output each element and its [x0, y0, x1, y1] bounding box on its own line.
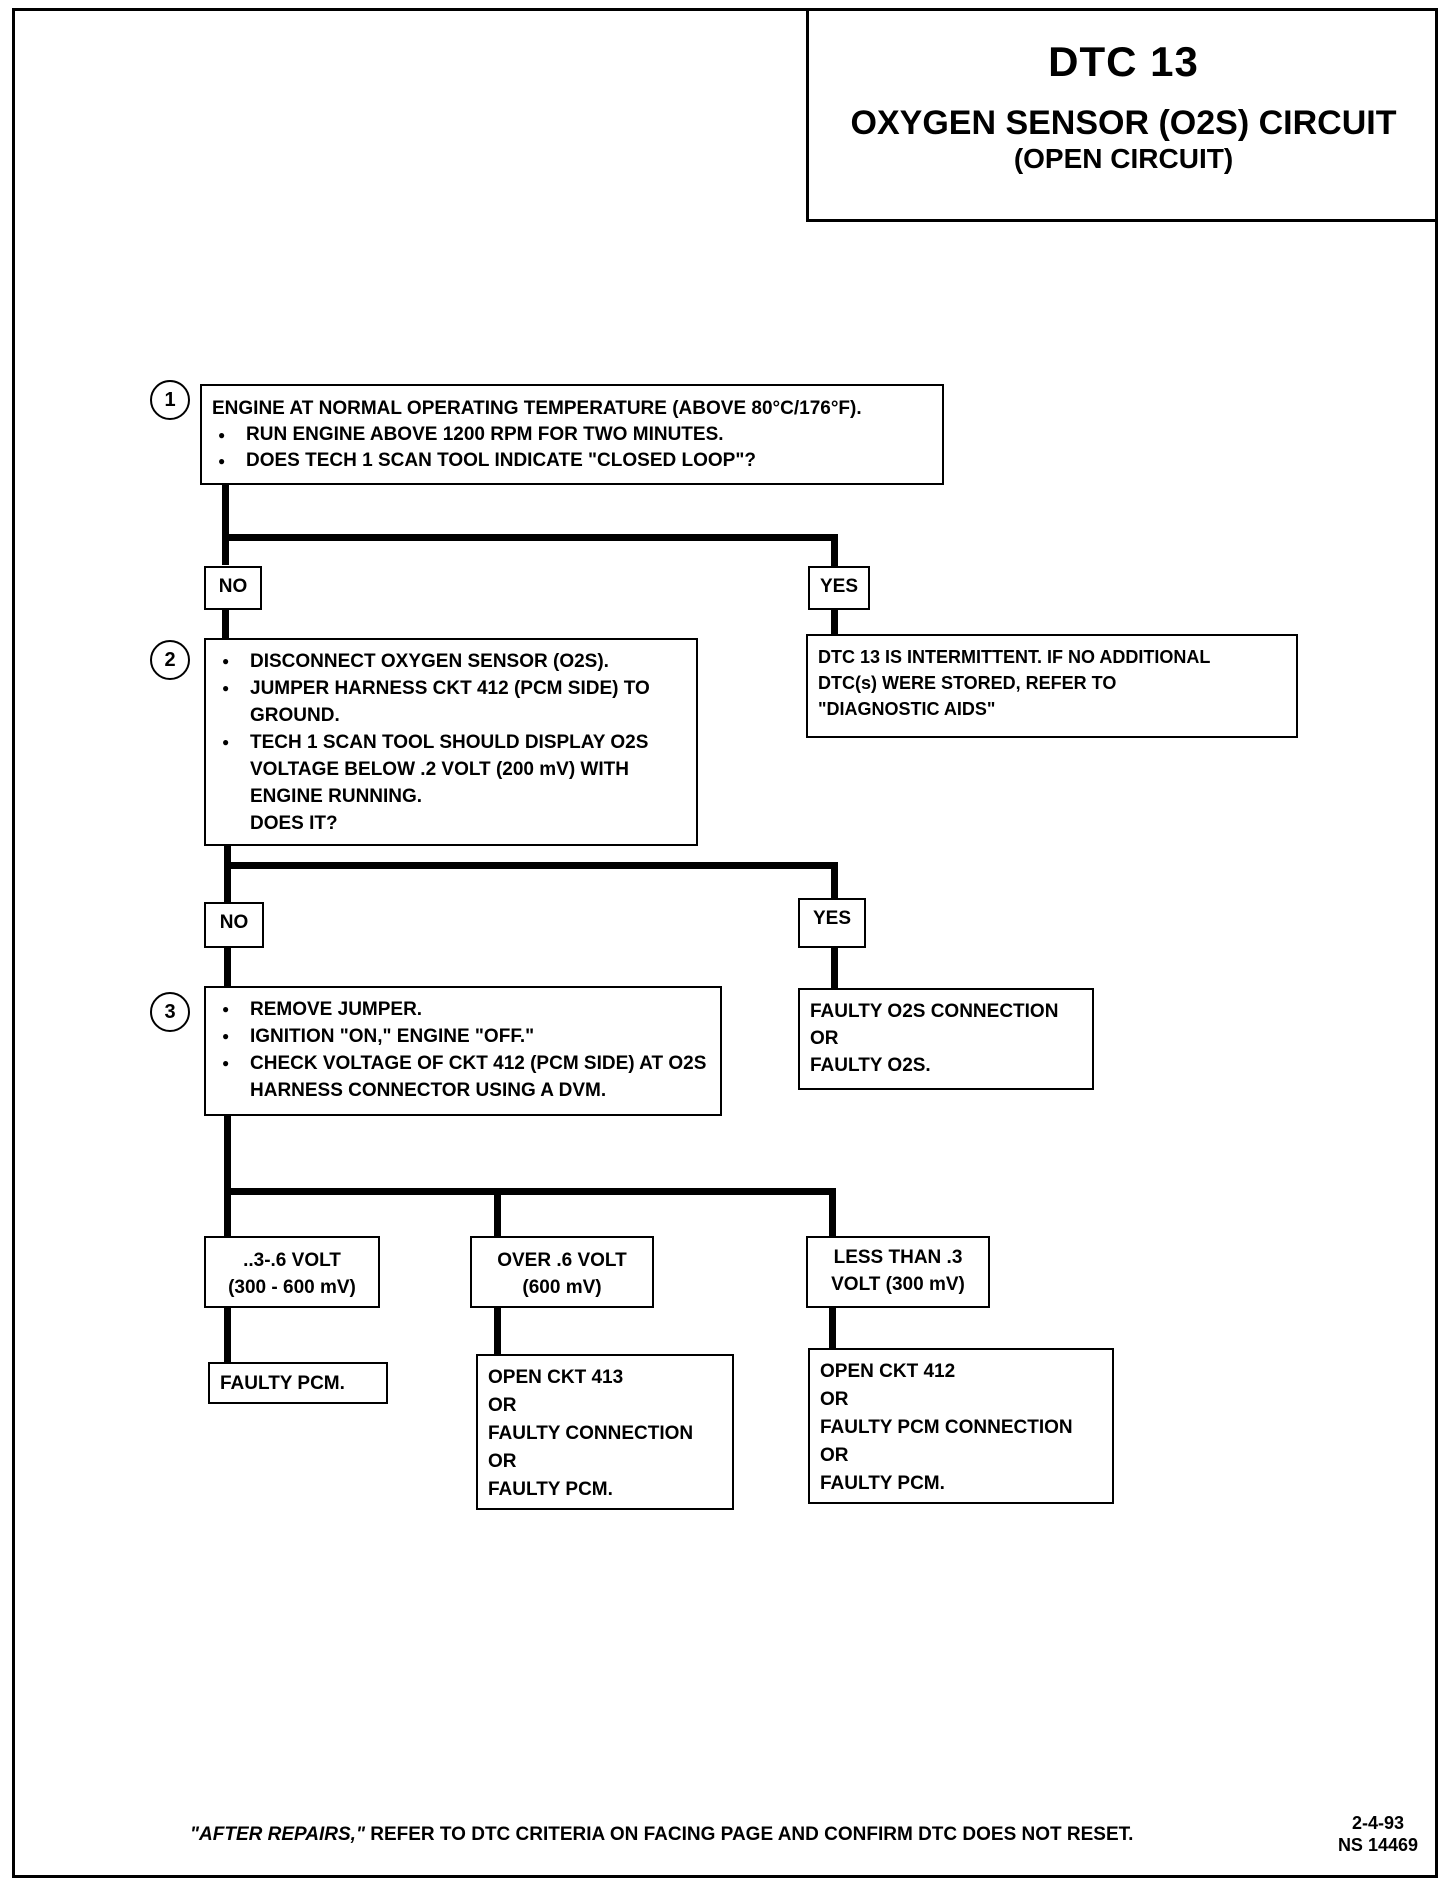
result-line: FAULTY PCM CONNECTION: [820, 1417, 1073, 1438]
result-line: FAULTY PCM.: [488, 1479, 613, 1500]
connector-line: [831, 948, 838, 988]
after-repairs-text: REFER TO DTC CRITERIA ON FACING PAGE AND…: [364, 1824, 1134, 1845]
step-2-box: DISCONNECT OXYGEN SENSOR (O2S). JUMPER H…: [204, 638, 698, 846]
stamp-date: 2-4-93: [1351, 1813, 1404, 1833]
connector-line: [831, 534, 838, 570]
connector-line: [224, 1116, 231, 1242]
result-line: OR: [488, 1451, 517, 1472]
result-line: DTC 13 IS INTERMITTENT. IF NO ADDITIONAL: [818, 647, 1211, 667]
range-less-box: LESS THAN .3 VOLT (300 mV): [806, 1236, 990, 1308]
range-line: OVER .6 VOLT: [497, 1250, 627, 1271]
range-line: (600 mV): [522, 1277, 602, 1298]
after-repairs-note: "AFTER REPAIRS," REFER TO DTC CRITERIA O…: [190, 1824, 1133, 1846]
step-2-marker: 2: [150, 640, 190, 680]
connector-line: [224, 1308, 231, 1366]
connector-line: [224, 1188, 836, 1195]
result-line: OR: [820, 1445, 849, 1466]
connector-line: [494, 1188, 501, 1236]
result-open-412: OPEN CKT 412 OR FAULTY PCM CONNECTION OR…: [808, 1348, 1114, 1504]
step-1-marker: 1: [150, 380, 190, 420]
result-line: OPEN CKT 413: [488, 1367, 624, 1388]
connector-line: [831, 610, 838, 636]
step-2-bullet: DISCONNECT OXYGEN SENSOR (O2S).: [216, 648, 686, 675]
step-2-bullet: JUMPER HARNESS CKT 412 (PCM SIDE) TO GRO…: [216, 675, 686, 729]
result-line: "DIAGNOSTIC AIDS": [818, 699, 996, 719]
connector-line: [829, 1308, 836, 1348]
result-line: OR: [488, 1395, 517, 1416]
dtc-code: DTC 13: [1048, 38, 1199, 85]
connector-line: [224, 846, 231, 906]
no-label: NO: [204, 566, 262, 610]
result-line: FAULTY PCM.: [820, 1473, 945, 1494]
circuit-subtitle: (OPEN CIRCUIT): [1013, 143, 1234, 174]
result-line: FAULTY O2S CONNECTION: [810, 1001, 1059, 1022]
result-line: OPEN CKT 412: [820, 1361, 956, 1382]
range-line: LESS THAN .3: [833, 1247, 963, 1268]
result-faulty-o2s: FAULTY O2S CONNECTION OR FAULTY O2S.: [798, 988, 1094, 1090]
result-line: OR: [820, 1389, 849, 1410]
connector-line: [222, 610, 229, 640]
result-faulty-pcm: FAULTY PCM.: [208, 1362, 388, 1404]
range-line: VOLT (300 mV): [831, 1274, 965, 1295]
result-line: FAULTY O2S.: [810, 1055, 931, 1076]
range-line: (300 - 600 mV): [228, 1277, 356, 1298]
step-1-bullet: DOES TECH 1 SCAN TOOL INDICATE "CLOSED L…: [212, 448, 932, 474]
step-1-condition: ENGINE AT NORMAL OPERATING TEMPERATURE (…: [212, 398, 862, 419]
step-3-marker: 3: [150, 992, 190, 1032]
step-3-bullet: REMOVE JUMPER.: [216, 996, 710, 1023]
document-stamp: 2-4-93 NS 14469: [1338, 1812, 1418, 1856]
no-label: NO: [204, 902, 264, 948]
connector-line: [222, 485, 229, 565]
connector-line: [494, 1308, 501, 1354]
title-block: DTC 13 OXYGEN SENSOR (O2S) CIRCUIT (OPEN…: [806, 8, 1438, 222]
connector-line: [224, 948, 231, 988]
result-open-413: OPEN CKT 413 OR FAULTY CONNECTION OR FAU…: [476, 1354, 734, 1510]
yes-label: YES: [808, 566, 870, 610]
result-line: OR: [810, 1028, 839, 1049]
connector-line: [224, 862, 838, 869]
connector-line: [222, 534, 838, 541]
range-line: ..3-.6 VOLT: [243, 1250, 341, 1271]
range-over-box: OVER .6 VOLT (600 mV): [470, 1236, 654, 1308]
circuit-title: OXYGEN SENSOR (O2S) CIRCUIT: [850, 104, 1397, 142]
step-1-box: ENGINE AT NORMAL OPERATING TEMPERATURE (…: [200, 384, 944, 485]
result-line: DTC(s) WERE STORED, REFER TO: [818, 673, 1117, 693]
yes-label: YES: [798, 898, 866, 948]
step-3-bullet: CHECK VOLTAGE OF CKT 412 (PCM SIDE) AT O…: [216, 1050, 710, 1104]
after-repairs-emphasis: "AFTER REPAIRS,": [190, 1824, 365, 1845]
step-3-box: REMOVE JUMPER. IGNITION "ON," ENGINE "OF…: [204, 986, 722, 1116]
page-frame: [12, 8, 1438, 1878]
connector-line: [829, 1188, 836, 1236]
range-mid-box: ..3-.6 VOLT (300 - 600 mV): [204, 1236, 380, 1308]
connector-line: [831, 862, 838, 900]
result-intermittent: DTC 13 IS INTERMITTENT. IF NO ADDITIONAL…: [806, 634, 1298, 738]
step-1-bullet: RUN ENGINE ABOVE 1200 RPM FOR TWO MINUTE…: [212, 422, 932, 448]
step-2-question: DOES IT?: [250, 813, 338, 834]
stamp-ref: NS 14469: [1337, 1835, 1418, 1855]
step-3-bullet: IGNITION "ON," ENGINE "OFF.": [216, 1023, 710, 1050]
step-2-bullet: TECH 1 SCAN TOOL SHOULD DISPLAY O2S VOLT…: [216, 729, 686, 810]
result-line: FAULTY CONNECTION: [488, 1423, 694, 1444]
